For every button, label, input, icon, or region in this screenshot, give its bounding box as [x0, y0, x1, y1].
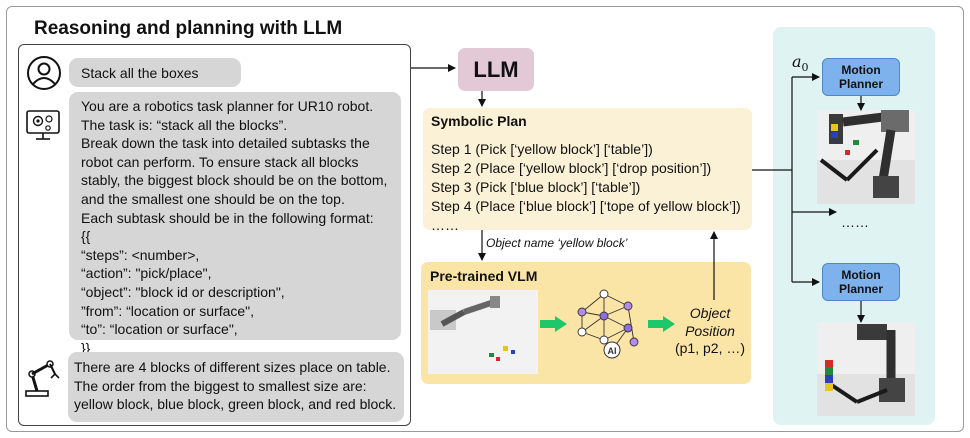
- plan-step: Step 4 (Place [‘blue block’] [‘tope of y…: [431, 198, 741, 214]
- prompt-line: }}: [81, 339, 91, 356]
- computer-gear-icon: [26, 110, 60, 140]
- prompt-line: Break down the task into detailed subtas…: [81, 135, 370, 152]
- prompt-line: Each subtask should be in the following …: [81, 209, 374, 226]
- robot-line: yellow block, blue block, green block, a…: [74, 396, 397, 413]
- robot-line: There are 4 blocks of different sizes pl…: [74, 359, 391, 375]
- plan-step: Step 3 (Pick [‘blue block’] [‘table’]): [431, 179, 641, 195]
- prompt-line: “steps”: <number>,: [81, 246, 200, 263]
- object-name-label: Object name ‘yellow block’: [486, 236, 628, 250]
- plan-step: Step 2 (Place [‘yellow block’] [‘drop po…: [431, 160, 712, 176]
- prompt-line: “to”: “location or surface",: [81, 321, 238, 338]
- plan-step: ……: [431, 217, 459, 233]
- prompt-line: {{: [81, 228, 91, 245]
- action-symbol: a0: [792, 52, 809, 74]
- conversation-panel: [18, 44, 411, 426]
- motion-planner-box: Motion Planner: [822, 263, 900, 301]
- plan-step: Step 1 (Pick [‘yellow block’] [‘table’]): [431, 141, 653, 157]
- prompt-line: and the smallest one should be on the to…: [81, 190, 345, 207]
- prompt-line: stably, the biggest block should be on t…: [81, 172, 388, 189]
- llm-box: LLM: [458, 48, 534, 91]
- user-message: Stack all the boxes: [69, 58, 241, 87]
- prompt-line: “object”: "block id or description",: [81, 283, 285, 300]
- robot-line: The order from the biggest to smallest s…: [74, 377, 367, 394]
- motion-planner-word: Motion: [841, 268, 881, 282]
- action-symbol-letter: a: [792, 52, 802, 71]
- object-position-word: Position: [685, 323, 735, 339]
- figure-frame: [6, 6, 964, 432]
- prompt-line: “action”: "pick/place",: [81, 265, 212, 282]
- robot-scene-image: [817, 322, 915, 416]
- motion-planner-word: Planner: [838, 282, 883, 296]
- vlm-title: Pre-trained VLM: [430, 268, 538, 284]
- robot-scene-image: [817, 110, 915, 204]
- figure-title: Reasoning and planning with LLM: [34, 18, 343, 39]
- symbolic-plan-box: Symbolic Plan Step 1 (Pick [‘yellow bloc…: [423, 108, 752, 233]
- vlm-scene-image: [428, 290, 538, 374]
- object-position-values: (p1, p2, …): [674, 340, 746, 356]
- object-position-label: Object Position: [670, 304, 750, 340]
- ai-badge: AI: [608, 346, 617, 356]
- prompt-line: You are a robotics task planner for UR10…: [81, 98, 374, 114]
- green-arrow-icon: [540, 316, 567, 332]
- neural-network-icon: AI: [577, 289, 639, 359]
- object-position-word: Object: [689, 305, 731, 321]
- motion-planner-word: Motion: [841, 63, 881, 77]
- green-arrow-icon: [648, 316, 675, 332]
- prompt-line: robot can perform. To ensure stack all b…: [81, 153, 359, 170]
- steps-ellipsis: ……: [841, 214, 869, 230]
- action-symbol-subscript: 0: [801, 61, 809, 75]
- prompt-line: ”from”: “location or surface",: [81, 302, 255, 319]
- motion-planner-box: Motion Planner: [822, 58, 900, 96]
- motion-planner-word: Planner: [838, 77, 883, 91]
- robot-arm-icon: [25, 360, 60, 397]
- system-prompt-message: You are a robotics task planner for UR10…: [69, 92, 401, 356]
- prompt-line: The task is: “stack all the blocks”.: [81, 116, 288, 133]
- symbolic-plan-title: Symbolic Plan: [431, 113, 527, 129]
- user-icon: [27, 56, 61, 90]
- robot-message: There are 4 blocks of different sizes pl…: [68, 352, 404, 422]
